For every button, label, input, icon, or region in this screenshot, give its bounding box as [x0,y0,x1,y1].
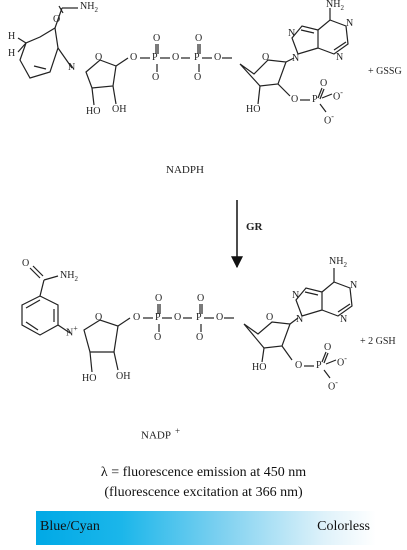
nadp-adenine-nh2-label: NH2 [329,256,347,269]
nadp-ribose1-o-label: O [95,312,103,323]
nadph-p1-label: P [152,52,158,63]
nadph-o-bridge2-label: O [172,52,180,63]
nadph-h1-label: H [8,31,16,42]
enzyme-label: GR [246,221,263,233]
nadp-adenine-n1-label: N [350,280,358,291]
nadph-o-phos-label: O [291,94,299,105]
nadph-h2-label: H [8,48,16,59]
nadph-adenine-n9-label: N [292,53,300,64]
nadp-o-bridge2-label: O [174,312,182,323]
nadp-oh-label: OH [116,371,131,382]
nadph-carbonyl-o-label: O [53,14,61,25]
nadp-p2-o-bottom-label: O [196,332,204,343]
nadph-ribose2-o-label: O [262,52,270,63]
nadp-nh2-label: NH2 [60,270,78,283]
nadp-p3-o-bottom-label: O- [328,378,338,393]
nadph-p3-o-right-label: O- [333,88,343,103]
nadp-p3-label: P [316,360,322,371]
nadph-name: NADPH [166,164,204,176]
nadph-ribose1-o-label: O [95,52,103,63]
nadp-ribose2-o-label: O [266,312,274,323]
nadp-p1-o-bottom-label: O [154,332,162,343]
nadph-p2-o-top-label: O [195,33,203,44]
nadph-adenine-n1-label: N [346,18,354,29]
nadp-o-bridge3-label: O [216,312,224,323]
bottom-product-gsh: + 2 GSH [360,336,396,347]
nadph-o-bridge1-label: O [130,52,138,63]
nadph-p2-label: P [194,52,200,63]
nadp-p2-o-top-label: O [197,293,205,304]
color-gradient-bar: Blue/Cyan Colorless [36,511,376,545]
nadp-ring-n-label: N+ [66,324,78,339]
caption-emission: λ = fluorescence emission at 450 nm [100,465,307,480]
nadph-ho2-label: HO [246,104,261,115]
nadp-adenine-n7-label: N [292,290,300,301]
nadp-name: NADP+ [141,426,181,442]
nadp-adenine-n3-label: N [340,314,348,325]
nadph-oh-label: OH [112,104,127,115]
nadp-ho-label: HO [82,373,97,384]
nadp-p2-label: P [196,312,202,323]
nadph-structure [17,5,349,113]
nadph-p3-label: P [312,94,318,105]
nadph-ho-label: HO [86,106,101,117]
nadp-p3-o-top-label: O [324,342,332,353]
colorbar-right-label: Colorless [317,519,370,534]
nadp-p1-label: P [155,312,161,323]
nadp-o-phos-label: O [295,360,303,371]
nadph-adenine-n7-label: N [288,28,296,39]
caption-excitation: (fluorescence excitation at 366 nm) [104,485,303,500]
nadph-ring-n-label: N [68,62,76,73]
nadp-carbonyl-o-label: O [22,258,30,269]
nadp-structure [21,265,353,379]
nadph-adenine-n3-label: N [336,52,344,63]
nadph-o-bridge3-label: O [214,52,222,63]
nadph-p3-o-bottom-label: O- [324,112,334,127]
nadp-p1-o-top-label: O [155,293,163,304]
nadph-p1-o-bottom-label: O [152,72,160,83]
nadp-ho2-label: HO [252,362,267,373]
top-reagent-gssg: + GSSG [368,66,402,77]
nadp-p3-o-right-label: O- [337,354,347,369]
nadph-p1-o-top-label: O [153,33,161,44]
nadph-nh2-label: NH2 [80,1,98,14]
colorbar-left-label: Blue/Cyan [40,519,100,534]
nadp-adenine-n9-label: N [296,314,304,325]
nadph-p2-o-bottom-label: O [194,72,202,83]
nadph-p3-o-top-label: O [320,78,328,89]
nadp-o-bridge1-label: O [133,312,141,323]
nadph-adenine-nh2-label: NH2 [326,0,344,12]
